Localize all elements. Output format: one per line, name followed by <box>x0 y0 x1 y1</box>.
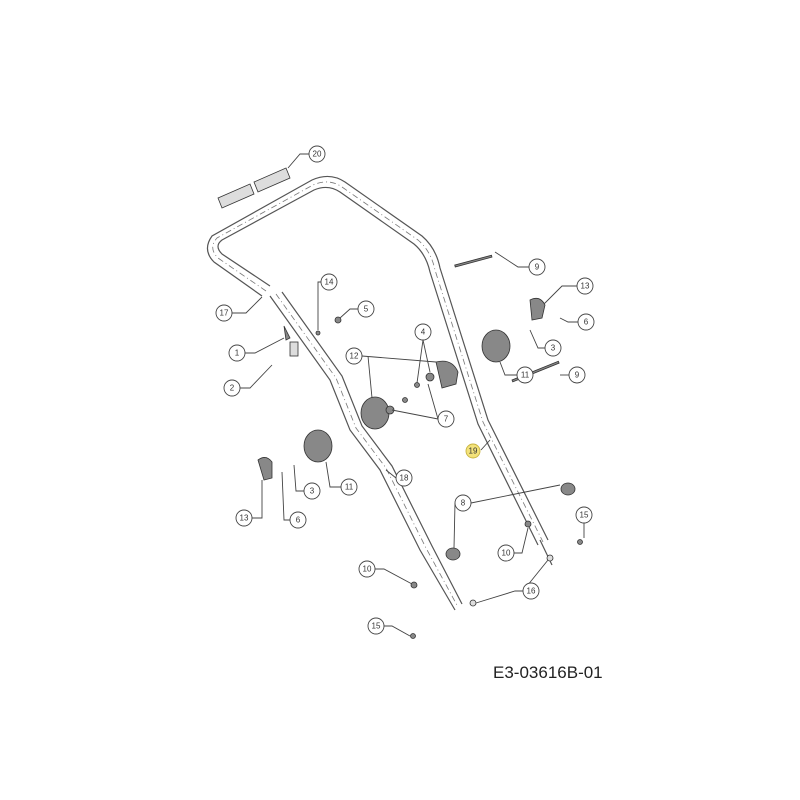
callout-11b: 11 <box>340 478 358 496</box>
svg-text:20: 20 <box>313 150 322 159</box>
svg-text:18: 18 <box>400 474 409 483</box>
diagram-code: E3-03616B-01 <box>493 663 603 682</box>
svg-text:2: 2 <box>230 384 235 393</box>
callout-5: 5 <box>357 300 375 318</box>
callout-16: 16 <box>522 582 540 600</box>
svg-text:15: 15 <box>372 622 381 631</box>
svg-text:8: 8 <box>461 499 466 508</box>
svg-text:4: 4 <box>421 328 426 337</box>
svg-text:13: 13 <box>240 514 249 523</box>
callouts: 20 9 13 6 3 17 14 5 4 1 12 11 9 2 7 19 1… <box>215 145 595 635</box>
svg-text:15: 15 <box>580 511 589 520</box>
svg-text:9: 9 <box>535 263 540 272</box>
callout-4: 4 <box>414 323 432 341</box>
parts <box>257 254 583 639</box>
grip-part <box>217 167 291 209</box>
svg-text:16: 16 <box>527 587 536 596</box>
callout-19-highlighted[interactable]: 19 <box>465 443 481 459</box>
callout-7: 7 <box>437 410 455 428</box>
callout-20: 20 <box>308 145 326 163</box>
svg-text:3: 3 <box>310 487 315 496</box>
callout-13b: 13 <box>235 509 253 527</box>
callout-10b: 10 <box>358 560 376 578</box>
callout-6b: 6 <box>289 511 307 529</box>
svg-text:3: 3 <box>551 344 556 353</box>
svg-text:17: 17 <box>220 309 229 318</box>
svg-text:14: 14 <box>325 278 334 287</box>
upper-handle <box>206 175 549 546</box>
leader-lines <box>232 153 585 637</box>
callout-9: 9 <box>528 258 546 276</box>
svg-text:11: 11 <box>521 371 530 380</box>
svg-text:5: 5 <box>364 305 369 314</box>
callout-6: 6 <box>577 313 595 331</box>
svg-text:13: 13 <box>581 282 590 291</box>
callout-8: 8 <box>454 494 472 512</box>
callout-3b: 3 <box>303 482 321 500</box>
callout-14: 14 <box>320 273 338 291</box>
callout-11: 11 <box>516 366 534 384</box>
svg-text:7: 7 <box>444 415 449 424</box>
callout-18: 18 <box>395 469 413 487</box>
callout-17: 17 <box>215 304 233 322</box>
svg-text:6: 6 <box>584 318 589 327</box>
callout-3: 3 <box>544 339 562 357</box>
svg-text:9: 9 <box>575 371 580 380</box>
callout-13: 13 <box>576 277 594 295</box>
svg-text:11: 11 <box>345 483 354 492</box>
svg-text:1: 1 <box>235 349 240 358</box>
callout-2: 2 <box>223 379 241 397</box>
callout-10: 10 <box>497 544 515 562</box>
callout-9b: 9 <box>568 366 586 384</box>
svg-text:6: 6 <box>296 516 301 525</box>
svg-text:19: 19 <box>469 447 478 456</box>
callout-15b: 15 <box>367 617 385 635</box>
svg-text:12: 12 <box>350 352 359 361</box>
svg-text:10: 10 <box>363 565 372 574</box>
callout-15: 15 <box>575 506 593 524</box>
callout-1: 1 <box>228 344 246 362</box>
svg-text:10: 10 <box>502 549 511 558</box>
callout-12: 12 <box>345 347 363 365</box>
